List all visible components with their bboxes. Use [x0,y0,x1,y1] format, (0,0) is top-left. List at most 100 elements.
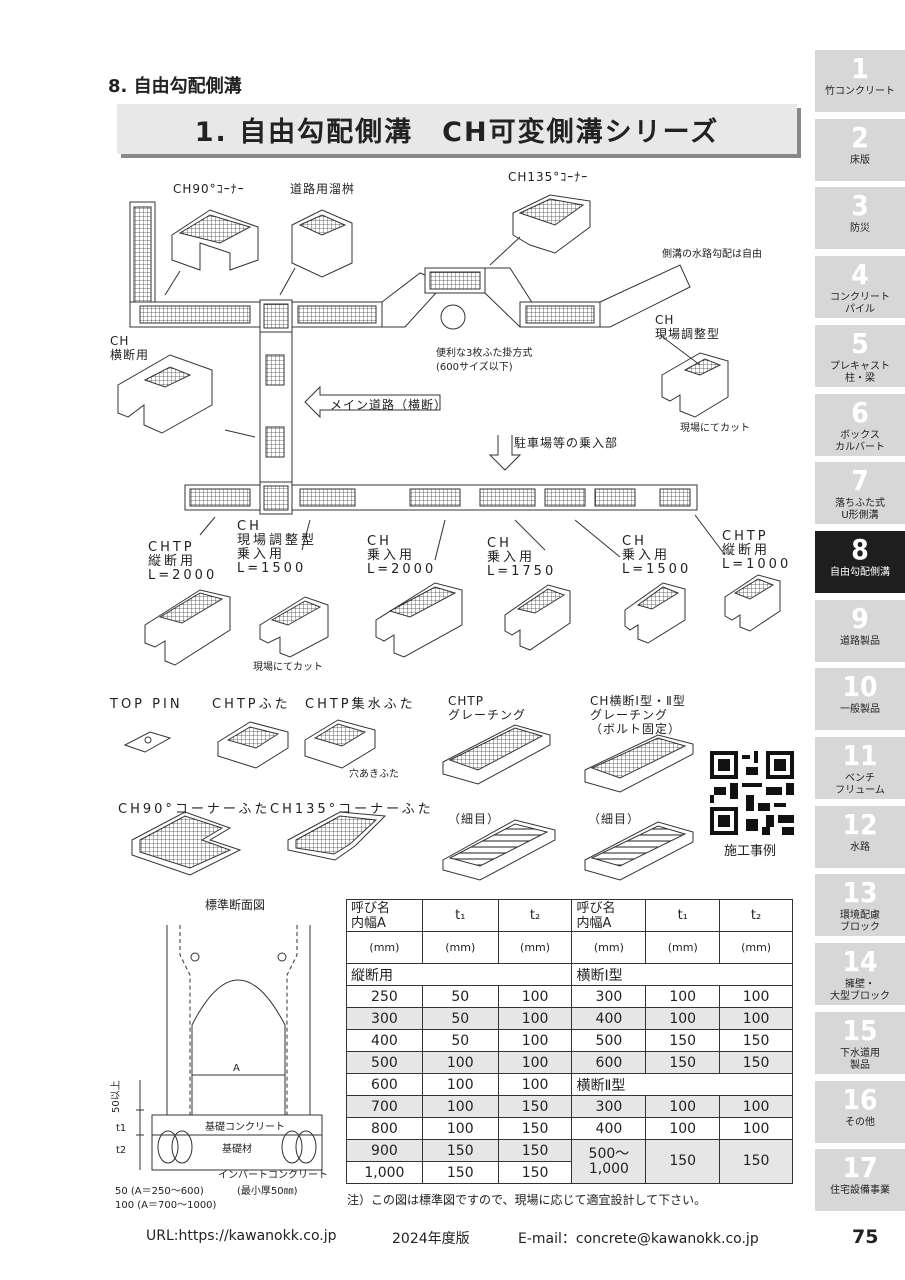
chapter-tab-label: 住宅設備事業 [830,1185,890,1197]
table-cell: 縦断用 [345,963,573,986]
label-main-road: メイン道路（横断） [330,398,448,412]
chapter-tab-number: 9 [851,601,869,635]
chapter-tab-label: 防災 [850,223,870,235]
table-cell: 150 [719,1051,793,1074]
chapter-tab-label: 水路 [850,841,870,853]
label-fine-1: （細目） [448,812,501,826]
table-cell: 100 [645,1007,721,1030]
table-cell: 400 [571,1117,647,1140]
label-free-slope: 側溝の水路勾配は自由 [662,249,762,260]
label-field-cut-1: 現場にてカット [680,423,750,434]
chapter-tab-number: 2 [851,120,869,154]
chapter-tab-number: 15 [842,1013,878,1047]
label-base-concrete: 基礎コンクリート [205,1122,285,1133]
table-cell: 800 [346,1117,423,1140]
label-road-pit: 道路用溜桝 [290,182,356,196]
table-unit-cell: (mm) [571,931,647,964]
table-cell: 横断Ⅰ型 [571,963,793,986]
label-dim-t1: t1 [116,1123,127,1134]
table-cell: 100 [497,985,573,1008]
table-cell: 150 [497,1139,573,1162]
table-cell: 100 [497,1007,573,1030]
table-cell: 300 [571,985,647,1008]
table-cell: 100 [645,1117,721,1140]
table-row: 縦断用横断Ⅰ型 [345,963,793,986]
page-title: 1. 自由勾配側溝 CH可変側溝シリーズ [194,116,720,148]
label-chtp-grating: CHTP グレーチング [448,694,527,722]
table-cell: 100 [719,1095,793,1118]
label-ch-entry-1750: CH 乗入用 L=1750 [487,536,557,579]
table-cell: 500～ 1,000 [571,1139,647,1184]
label-std-section: 標準断面図 [205,898,266,912]
label-chtp-lid: CHTPふた [212,697,291,712]
chapter-tab-number: 14 [842,945,878,979]
table-cell: 50 [421,1029,499,1052]
table-cell: 50 [421,1007,499,1030]
table-cell: 150 [645,1139,721,1184]
label-top-pin: TOP PIN [110,697,183,712]
table-header-cell: t₁ [421,899,499,932]
label-ch-field-adjust: CH 現場調整型 [655,313,721,341]
chapter-tab-number: 7 [851,464,869,498]
table-cell: 300 [571,1095,647,1118]
chapter-tab-label: 床版 [850,154,870,166]
label-ch135: CH135°ｺｰﾅｰ [508,170,589,184]
table-unit-cell: (mm) [421,931,499,964]
cross-section-diagram [136,925,323,1171]
table-cell: 150 [421,1139,499,1162]
chapter-tab-label: 道路製品 [840,635,880,647]
label-dim-a: A [233,1063,240,1074]
qr-code[interactable] [710,751,794,835]
table-cell: 100 [497,1073,573,1096]
table-cell: 100 [719,985,793,1008]
title-bar: 1. 自由勾配側溝 CH可変側溝シリーズ [117,104,797,154]
chapter-tab-number: 8 [851,532,869,566]
table-cell: 1,000 [346,1161,423,1184]
label-chtp-long-1000: CHTP 縦断用 L=1000 [722,529,792,572]
chapter-tab-label: 環境配慮 ブロック [840,910,880,934]
chapter-tab-label: 落ちふた式 U形側溝 [835,498,885,522]
label-ch90-lid: CH90°コーナーふた [118,802,271,817]
page-number: 75 [852,1226,879,1248]
chapter-tab-number: 10 [842,670,878,704]
table-unit-cell: (mm) [719,931,793,964]
table-cell: 100 [497,1029,573,1052]
label-ch-cross-grating: CH横断Ⅰ型・Ⅱ型 グレーチング （ボルト固定） [590,694,686,736]
label-ch-entry-2000: CH 乗入用 L=2000 [367,534,437,577]
label-hole-lid: 穴あきふた [349,769,399,780]
label-ch-entry-1500: CH 乗入用 L=1500 [622,534,692,577]
footer-email[interactable]: E-mail：concrete@kawanokk.co.jp [518,1231,759,1247]
label-lid-method: 便利な3枚ふた掛方式 (600サイズ以下) [436,348,533,373]
chapter-tab-number: 12 [842,807,878,841]
footer-url[interactable]: URL:https://kawanokk.co.jp [146,1228,337,1244]
section-label: 8. 自由勾配側溝 [108,76,242,97]
chapter-tab-number: 1 [851,52,869,85]
label-ch90: CH90°ｺｰﾅｰ [173,182,245,196]
note: 注）この図は標準図ですので、現場に応じて適宜設計して下さい。 [347,1193,707,1207]
table-cell: 400 [571,1007,647,1030]
table-unit-cell: (mm) [497,931,573,964]
